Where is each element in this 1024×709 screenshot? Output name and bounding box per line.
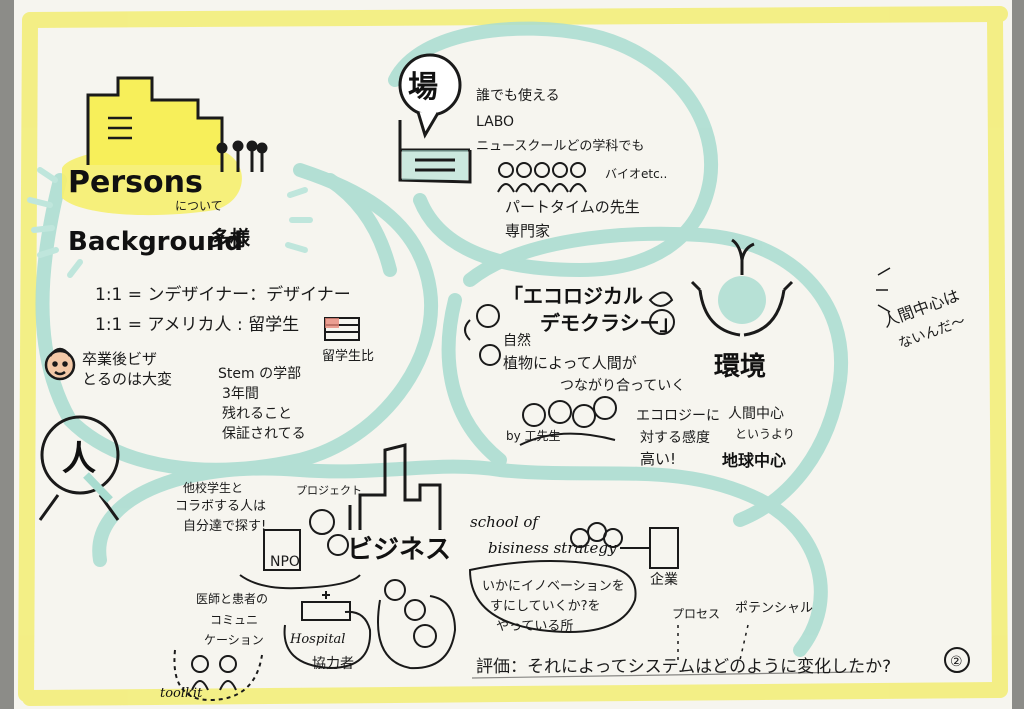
persons-title: Persons	[68, 165, 203, 200]
faces-row-icon	[570, 522, 679, 569]
partner-faces-icon	[377, 579, 457, 670]
hospital-label: Hospital	[289, 632, 345, 647]
teal-circle-eco	[463, 226, 849, 527]
ba-speech-bubble-icon	[398, 53, 462, 139]
teal-circle-persons	[35, 163, 439, 477]
ba-line-3: ニュースクールどの学科でも	[476, 138, 644, 154]
school-line-2: bisiness strategy	[488, 539, 617, 557]
persons-line-designer: 1:1 = ンデザイナー：デザイナー	[95, 284, 351, 305]
leaf-icon	[464, 291, 675, 366]
person-kanji: 人	[62, 439, 96, 479]
eco-center-2: というより	[735, 427, 795, 441]
eco-line-1: 自然	[503, 332, 531, 349]
people-group-icon	[216, 140, 268, 172]
lab-building-icon	[398, 120, 472, 184]
flag-icon	[324, 317, 360, 341]
hospital-icon	[283, 591, 372, 670]
partner-label: 協力者	[312, 656, 354, 672]
evaluation-line: 評価：それによってシステムはどのように変化したか?	[476, 657, 891, 677]
npo-people-icon	[239, 509, 361, 590]
stem-line-3: 残れること	[222, 406, 292, 422]
page-number-circle	[944, 647, 970, 673]
eco-right-1: エコロジーに	[636, 408, 720, 424]
connected-faces-icon	[519, 396, 617, 446]
part-time-people-icon	[497, 162, 587, 193]
background-suffix: 多様	[210, 226, 251, 250]
doctor-line-3: ケーション	[204, 633, 264, 647]
innov-line-2: すにしていくか?を	[490, 599, 601, 614]
visa-line-2: とるのは大変	[82, 370, 172, 388]
ba-bio: バイオetc..	[605, 167, 667, 181]
ba-line-2: LABO	[476, 114, 514, 130]
ba-line-4: パートタイムの先生	[505, 198, 640, 216]
eco-line-3: つながり合っていく	[560, 378, 685, 394]
skyline-icon	[348, 443, 442, 530]
ba-line-5: 専門家	[505, 222, 550, 240]
potential-label: ポテンシャル	[735, 601, 813, 616]
building-icon	[86, 76, 224, 165]
process-label: プロセス	[672, 607, 720, 621]
doctor-line-2: コミュニ	[210, 613, 258, 627]
innov-line-3: やっている所	[496, 619, 573, 634]
eco-right-2: 対する感度	[640, 429, 710, 446]
ba-kanji: 場	[408, 70, 438, 105]
eco-center-1: 人間中心	[728, 406, 784, 422]
hands-sprout-icon	[690, 238, 794, 337]
eco-center-3: 地球中心	[722, 451, 786, 470]
univ-line-3: 自分達で探す!	[183, 519, 266, 534]
toolkit-label: toolkit	[160, 686, 203, 701]
yellow-border-frame	[18, 6, 1008, 706]
doctor-line-1: 医師と患者の	[196, 592, 268, 606]
innovation-bubble	[468, 560, 637, 633]
stem-line-1: Stem の学部	[218, 366, 301, 382]
doctor-patient-icon	[173, 649, 263, 702]
visa-line-1: 卒業後ビザ	[82, 350, 157, 368]
kankyo-label: 環境	[714, 351, 766, 382]
univ-line-2: コラボする人は	[175, 499, 266, 514]
eco-title-1: 「エコロジカル	[503, 284, 643, 308]
person-circle-icon	[38, 415, 120, 521]
persons-line-american: 1:1 = アメリカ人 : 留学生	[95, 315, 299, 335]
background-label: Background	[68, 227, 243, 257]
school-line-1: school of	[470, 513, 540, 531]
npo-label: NPO	[270, 554, 300, 570]
flag-caption: 留学生比	[322, 348, 374, 364]
face-icon	[44, 347, 76, 381]
eco-by: by 工先生	[506, 429, 561, 443]
stem-line-4: 保証されてる	[222, 426, 306, 442]
page-number: ②	[950, 654, 963, 670]
eco-title-2: デモクラシー」	[540, 311, 680, 335]
teal-circle-business	[92, 459, 828, 657]
persons-subtitle: について	[175, 199, 223, 213]
eco-line-2: 植物によって人間が	[503, 354, 637, 372]
eco-right-3: 高い!	[640, 450, 676, 468]
stem-line-2: 3年間	[222, 386, 259, 402]
project-label: プロジェクト	[296, 484, 362, 497]
business-title: ビジネス	[347, 535, 451, 565]
company-label: 企業	[650, 571, 678, 588]
teal-circle-ba	[388, 21, 719, 278]
innov-line-1: いかにイノベーションを	[482, 579, 625, 594]
univ-line-1: 他校学生と	[183, 480, 243, 495]
ba-line-1: 誰でも使える	[476, 87, 560, 104]
